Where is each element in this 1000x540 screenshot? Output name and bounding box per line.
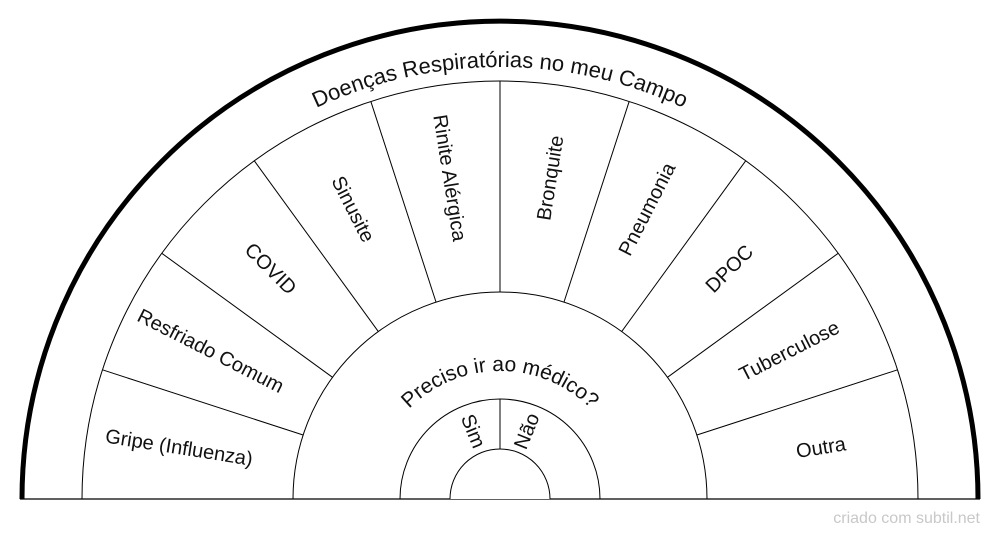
inner-option-nao: Não xyxy=(510,410,544,452)
sector-divider xyxy=(161,252,333,378)
sector-label: Gripe (Influenza) xyxy=(104,426,255,471)
sector-label: Resfriado Comum xyxy=(134,305,288,398)
sector-label: Sinusite xyxy=(326,173,378,246)
sector-label: Rinite Alérgica xyxy=(428,113,470,244)
sector-divider xyxy=(696,369,898,436)
sector-divider xyxy=(370,101,437,303)
sector-divider xyxy=(102,369,304,436)
sector-divider xyxy=(667,252,839,378)
sector-divider xyxy=(563,101,630,303)
chart-structure xyxy=(19,18,981,500)
sector-label: Tuberculose xyxy=(736,317,843,386)
inner-option-sim: Sim xyxy=(456,411,489,451)
sector-divider xyxy=(253,160,379,332)
sector-ring-inner-arc xyxy=(292,291,708,500)
outer-arc xyxy=(19,18,981,500)
sector-divider xyxy=(621,160,747,332)
credit-text: criado com subtil.net xyxy=(833,510,980,527)
hub-arc xyxy=(449,448,551,500)
sector-label: DPOC xyxy=(702,241,758,297)
sector-label: Pneumonia xyxy=(615,159,681,260)
sector-label: Outra xyxy=(795,433,849,463)
chart-labels: Doenças Respiratórias no meu Campo Preci… xyxy=(104,47,849,471)
sector-label: Bronquite xyxy=(533,134,568,222)
sector-label: COVID xyxy=(240,239,300,299)
